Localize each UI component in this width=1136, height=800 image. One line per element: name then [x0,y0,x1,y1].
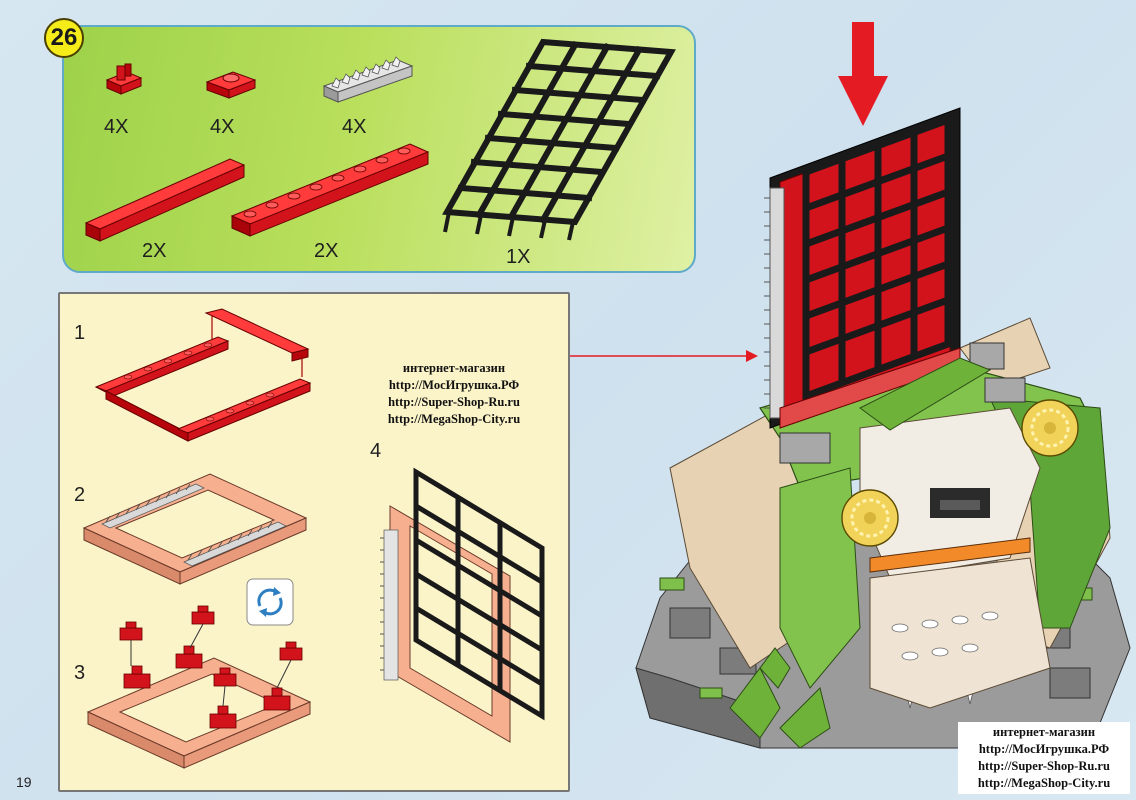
step-number-badge: 26 [44,18,84,58]
part-qty: 2X [142,240,167,262]
watermark-bottom: интернет-магазин http://МосИгрушка.РФ ht… [958,722,1130,794]
substep-3-frame-with-clips-illustration [86,605,312,769]
rotate-icon [246,578,294,626]
substep-1-red-frame-illustration [94,308,312,442]
red-tile-1x8-icon [84,158,246,242]
part-qty: 4X [210,116,235,138]
red-clip-plate-icon [105,63,143,95]
watermark-link[interactable]: http://MegaShop-City.ru [977,776,1111,790]
watermark-link[interactable]: http://МосИгрушка.РФ [978,742,1110,756]
connector-arrow [570,350,758,362]
part-qty: 2X [314,240,339,262]
watermark-line: интернет-магазин [402,361,506,375]
part-qty: 4X [104,116,129,138]
watermark-top: интернет-магазин http://МосИгрушка.РФ ht… [372,360,536,428]
watermark-link[interactable]: http://Super-Shop-Ru.ru [978,759,1110,773]
substep-number: 1 [74,322,86,344]
part-qty: 1X [506,246,531,268]
substep-number: 3 [74,662,86,684]
watermark-link[interactable]: http://МосИгрушка.РФ [388,378,520,392]
red-round-plate-icon [205,71,257,99]
substep-2-frame-with-racks-illustration [82,473,308,585]
black-grille-icon [442,38,676,241]
substep-4-grille-on-frame-illustration [380,467,545,743]
part-qty: 4X [342,116,367,138]
gray-rack-gear-icon [322,56,414,103]
page-number: 19 [16,774,32,790]
watermark-link[interactable]: http://MegaShop-City.ru [387,412,521,426]
red-plate-1x8-icon [230,143,430,237]
substep-number: 2 [74,484,86,506]
watermark-line: интернет-магазин [992,725,1096,739]
crocodile-fortress-model-illustration [635,107,1131,749]
down-arrow-icon [838,22,888,126]
substep-number: 4 [370,440,382,462]
watermark-link[interactable]: http://Super-Shop-Ru.ru [388,395,520,409]
